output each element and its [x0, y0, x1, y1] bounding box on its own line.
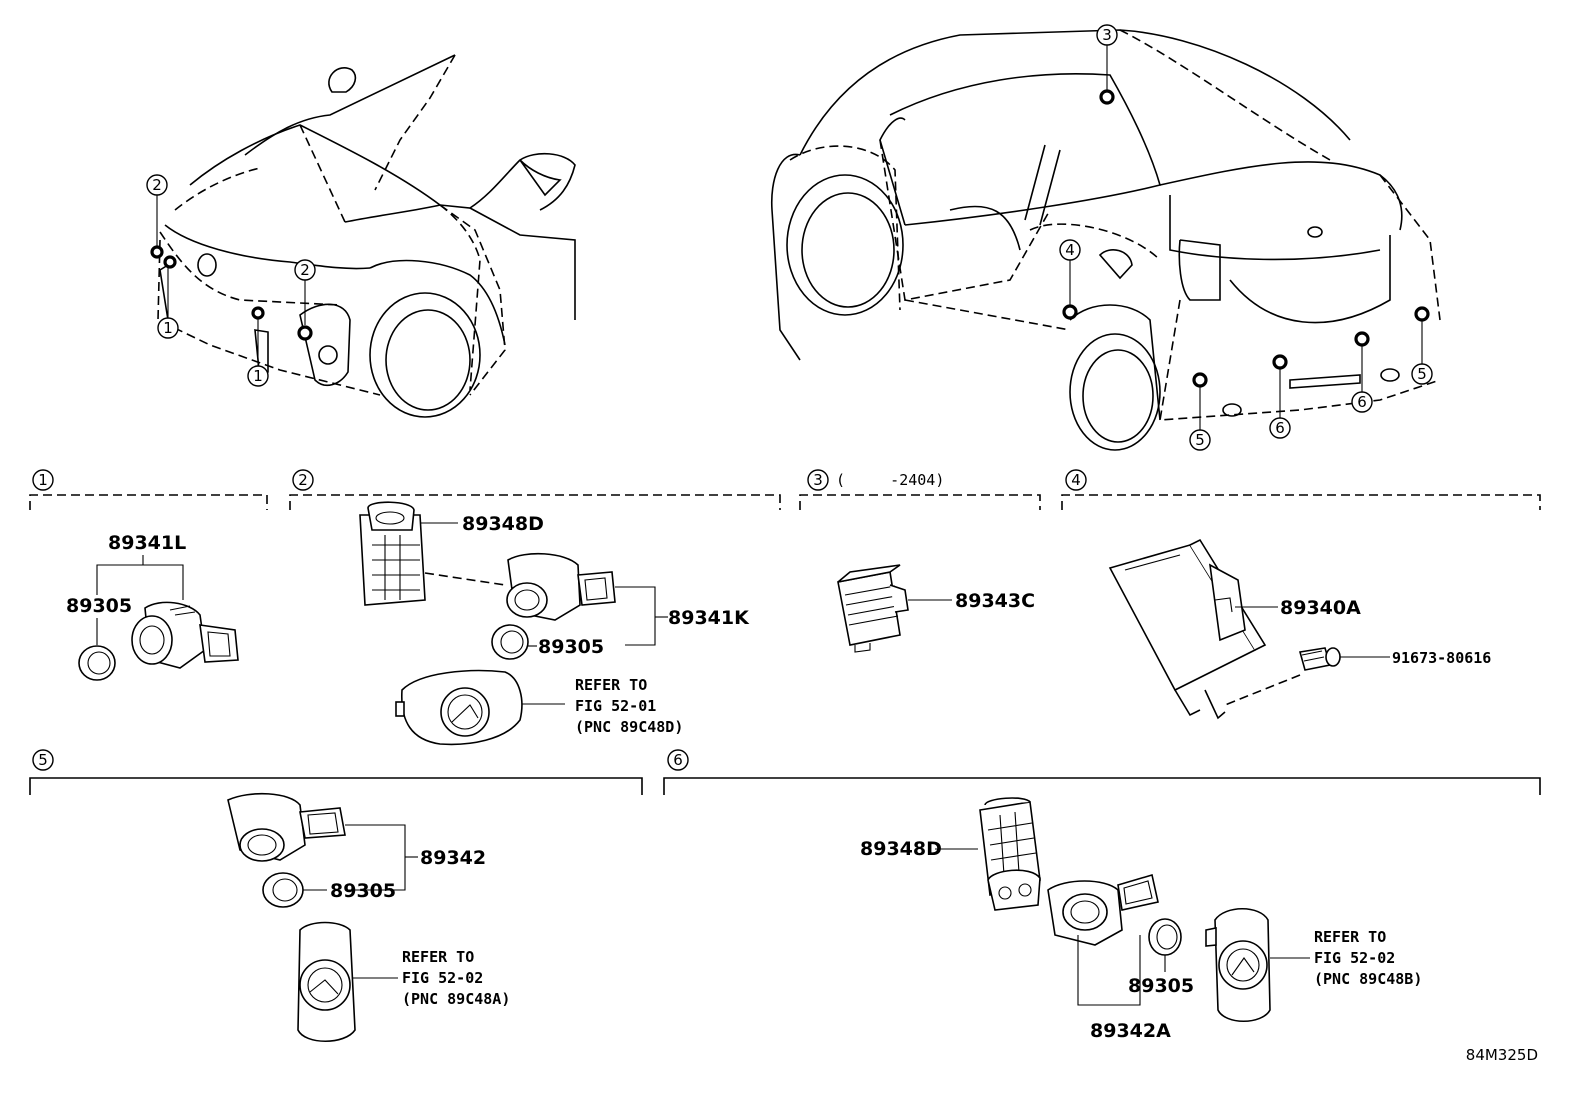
section-2-header: 2 — [289, 469, 781, 510]
callout-markers — [150, 45, 1430, 430]
section-6-parts: 89348D 89342A 89305 — [860, 797, 1422, 1042]
section-headers: 1 2 3 ( -2404) 4 5 6 — [29, 469, 1541, 795]
svg-text:REFER TO: REFER TO — [575, 676, 647, 694]
callout-5: 5 — [1189, 429, 1211, 451]
sensor-bracket — [359, 501, 426, 606]
callout-3: 3 — [1096, 24, 1118, 46]
svg-text:5: 5 — [1417, 365, 1427, 383]
svg-text:3: 3 — [1102, 26, 1112, 44]
part-number-89305: 89305 — [1128, 975, 1194, 997]
svg-text:5: 5 — [1195, 431, 1205, 449]
part-number-89305: 89305 — [538, 636, 604, 658]
svg-text:5: 5 — [38, 751, 48, 769]
part-number-89341K: 89341K — [668, 607, 750, 629]
svg-text:FIG 52-02: FIG 52-02 — [1314, 949, 1395, 967]
callout-1: 1 — [157, 317, 179, 339]
ecu-unit — [1108, 538, 1267, 720]
svg-text:FIG 52-01: FIG 52-01 — [575, 697, 656, 715]
svg-text:6: 6 — [673, 751, 683, 769]
ultrasonic-ring — [491, 624, 529, 660]
callout-2: 2 — [294, 259, 316, 281]
ultrasonic-ring — [1148, 918, 1182, 956]
callout-4: 4 — [1059, 239, 1081, 261]
section-6-header: 6 — [663, 749, 1541, 795]
section-1-parts: 89341L 89305 — [66, 532, 239, 681]
svg-text:4: 4 — [1065, 241, 1075, 259]
ultrasonic-ring — [78, 645, 116, 681]
callout-1: 1 — [247, 365, 269, 387]
bolt — [1298, 647, 1341, 671]
part-number-89342A: 89342A — [1090, 1020, 1171, 1042]
part-number-89348D: 89348D — [860, 838, 942, 860]
diagram-id: 84M325D — [1466, 1046, 1538, 1064]
callout-6: 6 — [1269, 417, 1291, 439]
section-5-parts: 89342 89305 REFER TO FIG 52-02 (PNC 89C4… — [227, 792, 510, 1042]
svg-text:REFER TO: REFER TO — [402, 948, 474, 966]
svg-text:(PNC 89C48D): (PNC 89C48D) — [575, 718, 683, 736]
section-4-header: 4 — [1061, 469, 1541, 510]
svg-text:2: 2 — [152, 176, 162, 194]
callout-5: 5 — [1411, 363, 1433, 385]
svg-text:REFER TO: REFER TO — [1314, 928, 1386, 946]
svg-text:2: 2 — [298, 471, 308, 489]
bumper-bezel — [1205, 908, 1271, 1022]
svg-text:FIG 52-02: FIG 52-02 — [402, 969, 483, 987]
svg-text:1: 1 — [38, 471, 48, 489]
svg-text:(PNC 89C48B): (PNC 89C48B) — [1314, 970, 1422, 988]
part-number-89343C: 89343C — [955, 590, 1035, 612]
front-car-illustration — [157, 54, 576, 418]
sensor-bracket — [979, 797, 1041, 911]
part-number-89305: 89305 — [330, 880, 396, 902]
svg-text:(PNC 89C48A): (PNC 89C48A) — [402, 990, 510, 1008]
svg-text:1: 1 — [163, 319, 173, 337]
section-1-header: 1 — [29, 469, 268, 510]
rear-car-illustration — [770, 29, 1441, 451]
svg-text:3: 3 — [813, 471, 823, 489]
refer-to-note: REFER TO FIG 52-02 (PNC 89C48A) — [402, 948, 510, 1008]
section-3-header: 3 ( -2404) — [799, 469, 1041, 510]
svg-text:4: 4 — [1071, 471, 1081, 489]
part-number-89340A: 89340A — [1280, 597, 1361, 619]
section-3-date-range: ( -2404) — [836, 471, 944, 489]
svg-text:6: 6 — [1357, 393, 1367, 411]
parking-sensor — [227, 792, 346, 862]
callout-labels: 2 1 1 2 3 4 5 6 6 5 — [146, 24, 1433, 451]
section-3-parts: 89343C — [837, 564, 1035, 653]
part-number-89305: 89305 — [66, 595, 132, 617]
bumper-bezel — [395, 669, 523, 746]
section-5-header: 5 — [29, 749, 643, 795]
bumper-bezel — [297, 921, 356, 1042]
callout-6: 6 — [1351, 391, 1373, 413]
part-number-91673-80616: 91673-80616 — [1392, 649, 1491, 667]
svg-text:1: 1 — [253, 367, 263, 385]
parking-sensor — [1047, 873, 1159, 946]
section-4-parts: 89340A 91673-80616 — [1108, 538, 1491, 720]
svg-text:6: 6 — [1275, 419, 1285, 437]
section-2-parts: 89348D 89341K 89305 REFER TO FIG 52- — [359, 501, 750, 746]
svg-text:2: 2 — [300, 261, 310, 279]
ultrasonic-ring — [262, 872, 304, 908]
part-number-89341L: 89341L — [108, 532, 186, 554]
part-number-89342: 89342 — [420, 847, 486, 869]
parking-sensor — [131, 601, 239, 669]
callout-2: 2 — [146, 174, 168, 196]
control-module — [837, 564, 909, 653]
refer-to-note: REFER TO FIG 52-01 (PNC 89C48D) — [575, 676, 683, 736]
refer-to-note: REFER TO FIG 52-02 (PNC 89C48B) — [1314, 928, 1422, 988]
part-number-89348D: 89348D — [462, 513, 544, 535]
parking-sensor — [506, 552, 616, 621]
